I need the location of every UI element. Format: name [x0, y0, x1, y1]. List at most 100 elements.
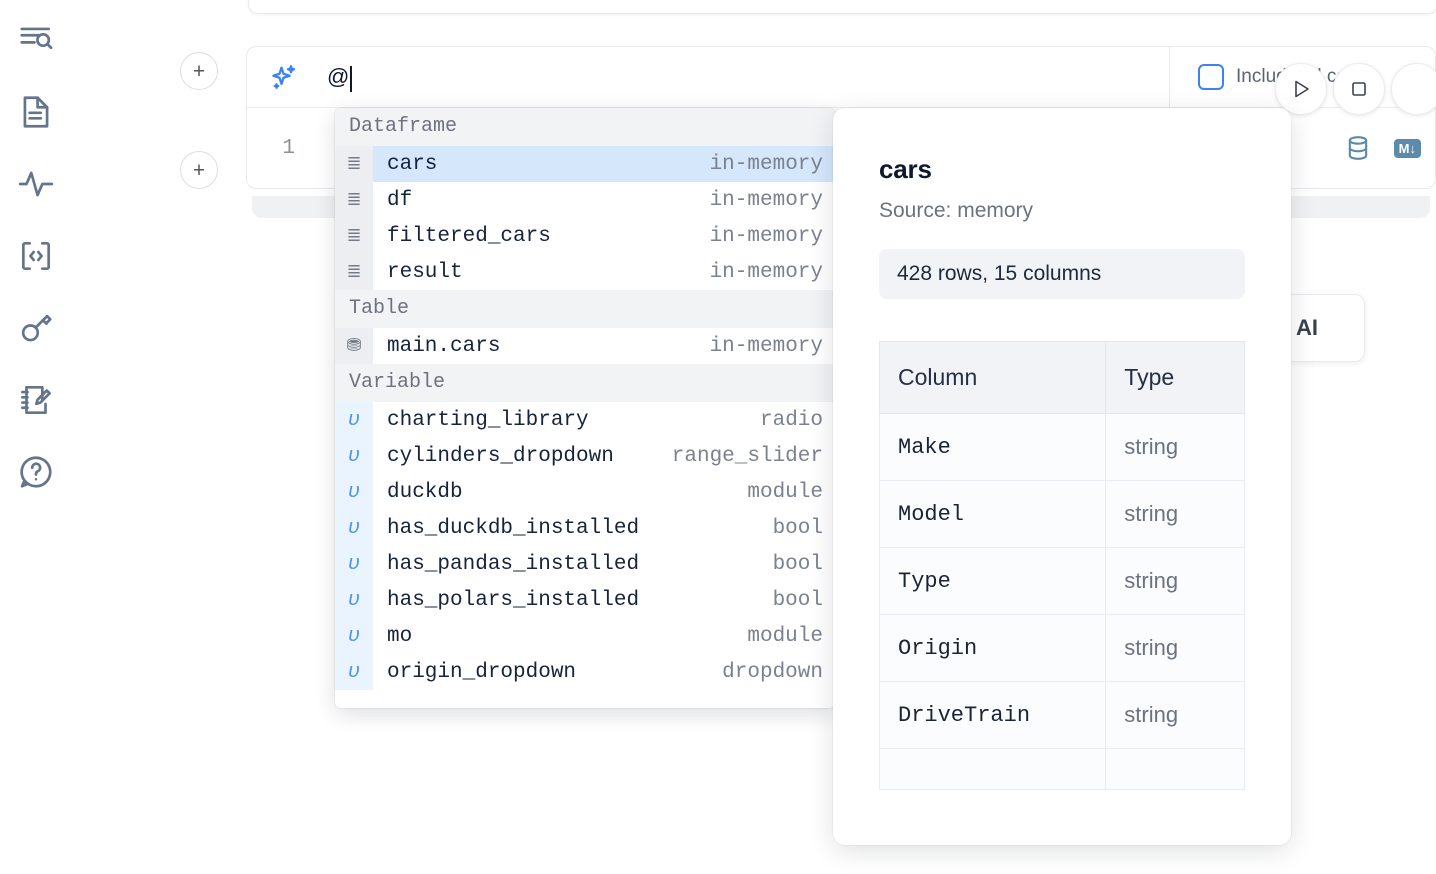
autocomplete-item[interactable]: υ has_polars_installed bool: [335, 582, 835, 618]
detail-source: Source: memory: [879, 199, 1034, 222]
autocomplete-group-header: Variable: [335, 364, 835, 402]
autocomplete-item-body: has_pandas_installed bool: [373, 546, 835, 582]
schema-cell-type: string: [1105, 547, 1245, 615]
ai-prompt-row: @ Include all code: [247, 47, 1435, 107]
autocomplete-item-type: module: [747, 480, 823, 504]
schema-table-header-row: Column Type: [878, 341, 1245, 414]
add-cell-above-button[interactable]: +: [180, 52, 218, 90]
autocomplete-item-name: has_duckdb_installed: [387, 516, 640, 540]
stop-button[interactable]: [1333, 63, 1385, 115]
ai-prompt-input[interactable]: @: [299, 47, 1435, 107]
schema-cell-column: Type: [878, 547, 1107, 615]
schema-cell-type: string: [1105, 614, 1245, 682]
code-editor-row: 1 M↓: [247, 107, 1435, 188]
database-icon[interactable]: [1344, 134, 1372, 162]
autocomplete-item-name: result: [387, 260, 463, 284]
dataframe-icon: ≣: [335, 254, 373, 290]
autocomplete-item[interactable]: ≣ result in-memory: [335, 254, 835, 290]
markdown-icon-arrow: ↓: [1409, 140, 1417, 156]
line-number: 1: [282, 136, 295, 160]
cell-run-controls: [1275, 63, 1436, 115]
schema-table-row-partial: [878, 748, 1245, 790]
code-brackets-icon[interactable]: [12, 232, 60, 280]
variable-icon: υ: [335, 546, 373, 582]
file-explorer-icon[interactable]: [12, 16, 60, 64]
detail-title: cars: [879, 154, 932, 184]
detail-shape-badge: 428 rows, 15 columns: [879, 249, 1245, 299]
schema-cell-column: Model: [878, 480, 1107, 548]
autocomplete-item-name: cylinders_dropdown: [387, 444, 614, 468]
autocomplete-item-type: in-memory: [709, 188, 823, 212]
key-icon[interactable]: [12, 304, 60, 352]
autocomplete-group-header: Table: [335, 290, 835, 328]
autocomplete-item-name: mo: [387, 624, 413, 648]
autocomplete-item-type: bool: [772, 588, 823, 612]
activity-icon[interactable]: [12, 160, 60, 208]
include-all-code-checkbox[interactable]: [1198, 64, 1224, 90]
document-icon[interactable]: [12, 88, 60, 136]
autocomplete-item-name: has_pandas_installed: [387, 552, 640, 576]
ai-prompt-value: @: [327, 64, 350, 89]
schema-cell-type: string: [1105, 681, 1245, 749]
autocomplete-item-type: dropdown: [722, 660, 823, 684]
autocomplete-item-type: in-memory: [709, 260, 823, 284]
autocomplete-item-body: duckdb module: [373, 474, 835, 510]
markdown-icon-letter: M: [1398, 140, 1410, 156]
markdown-icon[interactable]: M↓: [1393, 138, 1421, 158]
autocomplete-item-name: charting_library: [387, 408, 589, 432]
autocomplete-item-name: main.cars: [387, 334, 501, 358]
schema-header-type: Type: [1105, 341, 1245, 414]
schema-cell-type: [1105, 748, 1245, 790]
variable-icon: υ: [335, 510, 373, 546]
notebook-edit-icon[interactable]: [12, 376, 60, 424]
autocomplete-item-type: module: [747, 624, 823, 648]
variable-icon: υ: [335, 474, 373, 510]
schema-cell-column: Origin: [878, 614, 1107, 682]
schema-cell-column: DriveTrain: [878, 681, 1107, 749]
variable-icon: υ: [335, 618, 373, 654]
autocomplete-item-name: duckdb: [387, 480, 463, 504]
schema-header-column: Column: [878, 341, 1107, 414]
variable-icon: υ: [335, 582, 373, 618]
add-cell-below-button[interactable]: +: [180, 151, 218, 189]
more-actions-button[interactable]: [1391, 63, 1436, 115]
dataframe-detail-panel: cars Source: memory 428 rows, 15 columns…: [833, 108, 1291, 845]
autocomplete-item-body: result in-memory: [373, 254, 835, 290]
run-button[interactable]: [1275, 63, 1327, 115]
autocomplete-item-name: has_polars_installed: [387, 588, 640, 612]
left-icon-rail: [0, 0, 72, 874]
autocomplete-item-name: filtered_cars: [387, 224, 551, 248]
help-chat-icon[interactable]: [12, 448, 60, 496]
variable-icon: υ: [335, 654, 373, 690]
schema-cell-type: string: [1105, 480, 1245, 548]
autocomplete-group-header: Dataframe: [335, 108, 835, 146]
variable-icon: υ: [335, 438, 373, 474]
previous-cell-stub: [248, 0, 1436, 14]
autocomplete-item-type: bool: [772, 552, 823, 576]
dataframe-icon: ≣: [335, 146, 373, 182]
autocomplete-item[interactable]: υ has_pandas_installed bool: [335, 546, 835, 582]
